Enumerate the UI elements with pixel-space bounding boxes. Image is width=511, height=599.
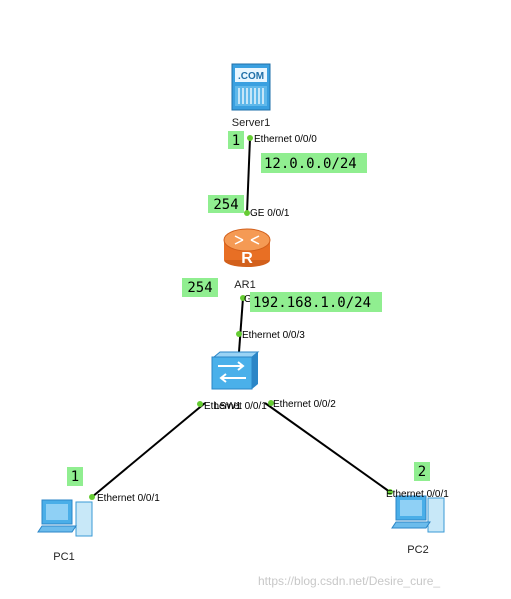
link-server-router bbox=[246, 137, 251, 214]
port-label-switch-eth3: Ethernet 0/0/3 bbox=[242, 330, 305, 341]
badge-router-top: 254 bbox=[213, 197, 238, 213]
pc2-name: PC2 bbox=[407, 544, 428, 556]
port-label-pc2-eth: Ethernet 0/0/1 bbox=[386, 489, 449, 500]
link-router-switch bbox=[238, 297, 244, 353]
badge-pc1-host: 1 bbox=[71, 469, 79, 485]
link-switch-pc1 bbox=[91, 402, 206, 498]
router-icon[interactable]: R bbox=[223, 228, 271, 267]
link-switch-pc2 bbox=[264, 402, 391, 493]
network-bg bbox=[261, 153, 367, 173]
switch-name: LSW1 bbox=[214, 401, 242, 412]
port-dot bbox=[197, 401, 203, 407]
port-dot bbox=[236, 331, 242, 337]
router-name: AR1 bbox=[234, 279, 255, 291]
port-label-pc1-eth: Ethernet 0/0/1 bbox=[97, 493, 160, 504]
port-label-switch-eth1: Ethernet 0/0/1 bbox=[204, 401, 267, 412]
badge-bg bbox=[228, 131, 244, 149]
port-dot bbox=[89, 494, 95, 500]
port-dot bbox=[387, 489, 393, 495]
server-screen-text: .COM bbox=[238, 71, 264, 82]
port-label-server-eth: Ethernet 0/0/0 bbox=[254, 134, 317, 145]
network-bg bbox=[250, 292, 382, 312]
pc2-icon[interactable] bbox=[391, 495, 445, 533]
switch-icon[interactable] bbox=[211, 351, 260, 390]
server-com-icon[interactable]: .COM bbox=[231, 63, 271, 111]
network-bottom: 192.168.1.0/24 bbox=[253, 295, 371, 311]
port-label-router-ge1: GE 0/0/1 bbox=[250, 208, 290, 219]
watermark: https://blog.csdn.net/Desire_cure_ bbox=[258, 574, 440, 588]
badge-bg bbox=[208, 195, 244, 213]
badge-server-host: 1 bbox=[232, 133, 240, 149]
badge-pc2-host: 2 bbox=[418, 464, 426, 480]
badge-bg bbox=[414, 462, 430, 481]
badge-router-bottom: 254 bbox=[187, 280, 212, 296]
port-dot bbox=[244, 210, 250, 216]
badge-bg bbox=[182, 278, 218, 297]
port-label-switch-eth2: Ethernet 0/0/2 bbox=[273, 399, 336, 410]
port-dot bbox=[247, 135, 253, 141]
port-dot bbox=[268, 400, 274, 406]
router-glyph: R bbox=[241, 250, 253, 267]
network-top: 12.0.0.0/24 bbox=[264, 156, 357, 172]
pc1-icon[interactable] bbox=[37, 499, 93, 537]
server-name: Server1 bbox=[232, 117, 271, 129]
port-dot bbox=[240, 295, 246, 301]
badge-bg bbox=[67, 467, 83, 486]
pc1-name: PC1 bbox=[53, 551, 74, 563]
